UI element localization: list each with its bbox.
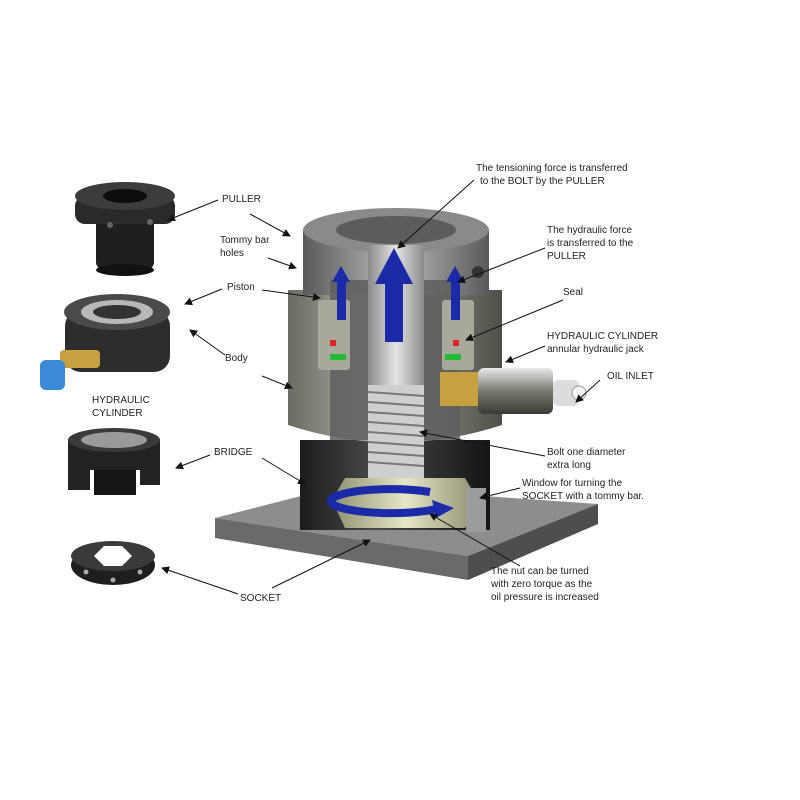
label-body: Body	[225, 353, 248, 364]
label-bridge: BRIDGE	[214, 447, 253, 458]
seal-red-left	[330, 340, 336, 346]
label-hydraulic-force-line2: is transferred to the	[547, 238, 634, 249]
label-nut-turned-line2: with zero torque as the	[490, 579, 593, 590]
label-nut-turned-line1: The nut can be turned	[491, 566, 589, 577]
annotations: PULLER Tommy bar holes Piston Body HYDRA…	[92, 163, 658, 604]
bridge-part	[68, 428, 160, 495]
label-nut-turned-line3: oil pressure is increased	[491, 592, 599, 603]
seal-red-right	[453, 340, 459, 346]
oil-inlet-fitting	[440, 368, 587, 414]
label-tensioning-force-line2: to the BOLT by the PULLER	[480, 176, 605, 187]
label-bolt-diameter-line1: Bolt one diameter	[547, 447, 626, 458]
label-bolt-diameter-line2: extra long	[547, 460, 591, 471]
label-hydraulic-cylinder-line2: CYLINDER	[92, 408, 143, 419]
right-piston-chamber	[442, 300, 474, 370]
label-oil-inlet: OIL INLET	[607, 371, 654, 382]
bolt-thread	[367, 385, 425, 480]
label-hydraulic-cylinder-line1: HYDRAULIC	[92, 395, 150, 406]
seal-green-left	[330, 354, 346, 360]
label-hydraulic-force-line1: The hydraulic force	[547, 225, 632, 236]
leader-lines	[161, 179, 601, 595]
label-tommy-bar-holes-line1: Tommy bar	[220, 235, 270, 246]
hydraulic-cylinder-part	[40, 294, 170, 390]
label-seal: Seal	[563, 287, 583, 298]
label-window-line1: Window for turning the	[522, 478, 622, 489]
force-arrows	[332, 248, 464, 342]
blue-cap	[40, 360, 65, 390]
socket-part	[71, 541, 155, 585]
label-cylinder-desc-line1: HYDRAULIC CYLINDER	[547, 331, 658, 342]
label-tensioning-force-line1: The tensioning force is transferred	[476, 163, 628, 174]
tensioner-assembly	[288, 208, 587, 532]
label-hydraulic-force-line3: PULLER	[547, 251, 586, 262]
label-piston: Piston	[227, 282, 255, 293]
label-tommy-bar-holes-line2: holes	[220, 248, 244, 259]
label-window-line2: SOCKET with a tommy bar.	[522, 491, 644, 502]
label-socket: SOCKET	[240, 593, 281, 604]
label-cylinder-desc-line2: annular hydraulic jack	[547, 344, 645, 355]
label-puller: PULLER	[222, 194, 261, 205]
socket-window	[466, 488, 486, 532]
puller-part	[75, 182, 175, 276]
seal-green-right	[445, 354, 461, 360]
